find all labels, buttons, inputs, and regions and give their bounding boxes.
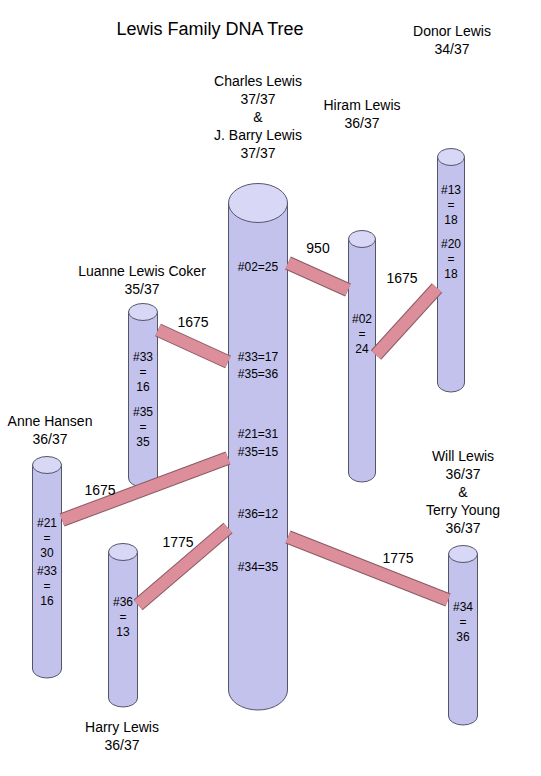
cylinder-body [449,554,478,725]
year-label: 1775 [148,534,208,550]
person-cylinder: Luanne Lewis Coker 35/37#33 = 16#35 = 35 [128,303,158,487]
marker-value: #21=31 [230,427,286,442]
person-cylinder: Charles Lewis 37/37&J. Barry Lewis 37/37… [228,183,288,710]
relation-beam [288,537,448,600]
beam-fill [376,288,437,355]
person-name: & [416,483,511,501]
marker-value: #21 = 30 [33,516,61,561]
marker-value: #13 = 18 [437,183,465,228]
beam-outline [288,537,448,600]
person-cylinder: Harry Lewis 36/37#36 = 13 [108,543,138,707]
person-name: Anne Hansen 36/37 [0,412,100,448]
cylinder-body [129,312,158,487]
marker-value: #36=12 [230,507,286,522]
cylinder-cap [129,304,158,321]
beam-fill [158,330,228,362]
cylinder-body [229,203,288,710]
person-name: J. Barry Lewis 37/37 [206,126,311,162]
cylinder-cap [109,544,138,561]
beam-outline [62,458,228,520]
person-name: Donor Lewis 34/37 [405,22,500,58]
cylinder-body [438,157,465,392]
person-name: Will Lewis 36/37 [416,447,511,483]
marker-value: #36 = 13 [109,595,137,640]
relation-beam [138,528,228,605]
cylinder-cap [229,184,288,223]
year-label: 1675 [372,270,432,286]
person-name: & [206,108,311,126]
beam-outline [158,330,228,362]
marker-value: #35=15 [230,445,286,460]
relation-beam [158,330,228,362]
year-label: 1775 [368,550,428,566]
beam-fill [288,263,348,290]
person-cylinder: Will Lewis 36/37&Terry Young 36/37#34 = … [448,545,478,725]
beam-fill [62,458,228,520]
beam-outline [138,528,228,605]
marker-value: #20 = 18 [437,237,465,282]
cylinder-body [33,465,62,678]
cylinder-shape [128,303,158,487]
year-label: 1675 [70,482,130,498]
beam-fill [288,537,448,600]
cylinder-body [349,239,376,482]
marker-value: #33 = 16 [33,564,61,609]
person-name: Terry Young 36/37 [416,501,511,537]
beam-fill [138,528,228,605]
person-cylinder: Donor Lewis 34/37#13 = 18#20 = 18 [437,148,465,392]
marker-value: #35=36 [230,367,286,382]
marker-value: #02=25 [230,260,286,275]
year-label: 1675 [163,314,223,330]
marker-value: #33 = 16 [129,350,157,395]
diagram-title: Lewis Family DNA Tree [60,18,360,40]
beam-outline [376,288,437,355]
relation-beam [288,263,348,290]
cylinder-cap [449,546,478,563]
marker-value: #34=35 [230,560,286,575]
person-name: Hiram Lewis 36/37 [315,96,410,132]
cylinder-cap [438,149,465,166]
cylinder-cap [349,231,376,248]
marker-value: #02 = 24 [348,312,376,357]
person-cylinder: Anne Hansen 36/37#21 = 30#33 = 16 [32,456,62,678]
marker-value: #33=17 [230,350,286,365]
person-name: Luanne Lewis Coker 35/37 [67,262,217,298]
marker-value: #34 = 36 [449,600,477,645]
relation-beam [376,288,437,355]
cylinder-body [109,552,138,707]
person-name: Harry Lewis 36/37 [75,718,170,754]
marker-value: #35 = 35 [129,405,157,450]
person-cylinder: Hiram Lewis 36/37#02 = 24 [348,230,376,482]
relation-beam [62,458,228,520]
person-name: Charles Lewis 37/37 [206,72,311,108]
cylinder-cap [33,457,62,474]
year-label: 950 [288,240,348,256]
beam-outline [288,263,348,290]
